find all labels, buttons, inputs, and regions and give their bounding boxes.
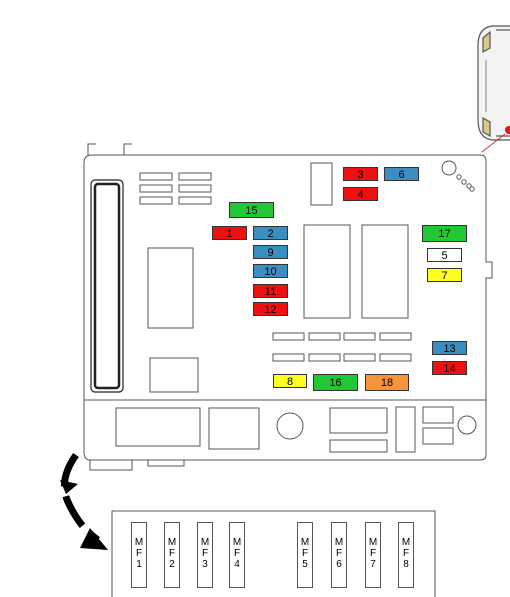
maxi-fuse-3[interactable]: M F 3 xyxy=(197,522,213,588)
curved-arrow-icon xyxy=(60,452,108,550)
maxi-fuse-2[interactable]: M F 2 xyxy=(164,522,180,588)
fuse-9[interactable]: 9 xyxy=(253,245,288,259)
maxi-fuse-letter: M xyxy=(200,537,210,548)
relay-slots xyxy=(139,172,212,205)
maxi-fuse-letter: M xyxy=(401,537,411,548)
fuse-14[interactable]: 14 xyxy=(432,361,467,375)
lower-connectors xyxy=(115,406,477,453)
maxi-fuse-8[interactable]: M F 8 xyxy=(398,522,414,588)
fuse-11[interactable]: 11 xyxy=(253,284,288,298)
fuse-3[interactable]: 3 xyxy=(343,167,378,181)
maxi-fuse-5[interactable]: M F 5 xyxy=(297,522,313,588)
fuse-5[interactable]: 5 xyxy=(427,248,462,262)
maxi-fuse-letter: F xyxy=(402,548,410,559)
maxi-fuse-number: 4 xyxy=(234,559,240,570)
fuse-15[interactable]: 15 xyxy=(229,202,274,218)
empty-fuse-slots xyxy=(272,332,412,362)
fuse-10[interactable]: 10 xyxy=(253,264,288,278)
fuse-18[interactable]: 18 xyxy=(365,374,409,391)
fuse-8[interactable]: 8 xyxy=(273,374,307,388)
fuse-12[interactable]: 12 xyxy=(253,302,288,316)
maxi-fuse-number: 7 xyxy=(370,559,376,570)
maxi-fuse-letter: M xyxy=(167,537,177,548)
relay-blocks xyxy=(147,162,409,393)
maxi-fuse-box-outline xyxy=(111,510,436,597)
maxi-fuse-letter: F xyxy=(168,548,176,559)
maxi-fuse-letter: F xyxy=(201,548,209,559)
maxi-fuse-letter: F xyxy=(233,548,241,559)
maxi-fuse-letter: M xyxy=(232,537,242,548)
maxi-fuse-letter: F xyxy=(301,548,309,559)
fuse-7[interactable]: 7 xyxy=(427,268,462,282)
maxi-fuse-1[interactable]: M F 1 xyxy=(131,522,147,588)
maxi-fuse-6[interactable]: M F 6 xyxy=(331,522,347,588)
fuse-4[interactable]: 4 xyxy=(343,187,378,201)
maxi-fuse-letter: M xyxy=(334,537,344,548)
maxi-fuse-number: 3 xyxy=(202,559,208,570)
connector-slot xyxy=(90,179,124,393)
fuse-17[interactable]: 17 xyxy=(422,225,467,242)
maxi-fuse-letter: M xyxy=(134,537,144,548)
maxi-fuse-number: 6 xyxy=(336,559,342,570)
fuse-6[interactable]: 6 xyxy=(384,167,419,181)
fuse-13[interactable]: 13 xyxy=(432,341,467,355)
diagnostic-circles xyxy=(441,160,475,192)
maxi-fuse-letter: F xyxy=(135,548,143,559)
maxi-fuse-4[interactable]: M F 4 xyxy=(229,522,245,588)
fuse-1[interactable]: 1 xyxy=(212,226,247,240)
maxi-fuse-number: 8 xyxy=(403,559,409,570)
maxi-fuse-letter: M xyxy=(368,537,378,548)
maxi-fuse-number: 5 xyxy=(302,559,308,570)
maxi-fuse-letter: M xyxy=(300,537,310,548)
maxi-fuse-7[interactable]: M F 7 xyxy=(365,522,381,588)
fuse-16[interactable]: 16 xyxy=(313,374,358,391)
fuse-2[interactable]: 2 xyxy=(253,226,288,240)
maxi-fuse-letter: F xyxy=(335,548,343,559)
maxi-fuse-number: 1 xyxy=(136,559,142,570)
maxi-fuse-number: 2 xyxy=(169,559,175,570)
maxi-fuse-letter: F xyxy=(369,548,377,559)
car-location-icon xyxy=(477,25,510,153)
